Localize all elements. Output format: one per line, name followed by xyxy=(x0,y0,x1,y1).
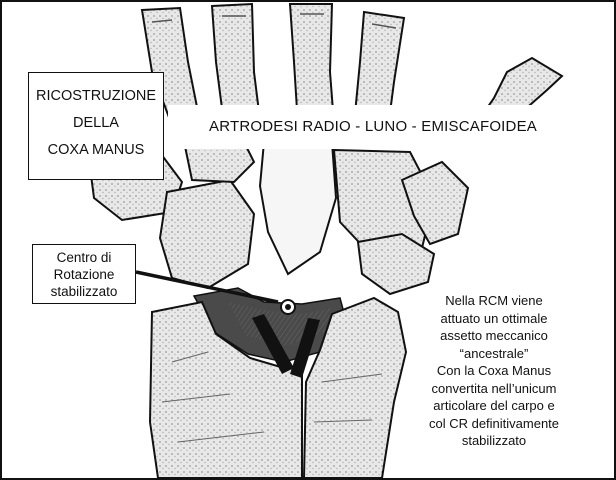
description-line: “ancestrale” xyxy=(384,345,604,363)
description-line: col CR definitivamente xyxy=(384,415,604,433)
title-banner-right: ARTRODESI RADIO - LUNO - EMISCAFOIDEA xyxy=(168,105,578,149)
description-line: Nella RCM viene xyxy=(384,292,604,310)
title-left-line-1: RICOSTRUZIONE xyxy=(29,83,163,110)
description-line: assetto meccanico xyxy=(384,327,604,345)
callout-line-1: Centro di xyxy=(33,249,135,266)
capitate xyxy=(260,142,336,274)
scaphoid xyxy=(160,180,254,288)
description-line: stabilizzato xyxy=(384,432,604,450)
title-left-line-3: COXA MANUS xyxy=(29,137,163,164)
title-left-line-2: DELLA xyxy=(29,110,163,137)
title-box-left: RICOSTRUZIONE DELLA COXA MANUS xyxy=(28,72,164,180)
callout-line-2: Rotazione xyxy=(33,266,135,283)
rotation-center-marker xyxy=(281,300,295,314)
description-line: Con la Coxa Manus xyxy=(384,362,604,380)
callout-box: Centro di Rotazione stabilizzato xyxy=(32,244,136,304)
description-text: Nella RCM viene attuato un ottimale asse… xyxy=(384,292,604,450)
description-line: articolare del carpo e xyxy=(384,397,604,415)
description-line: convertita nell’unicum xyxy=(384,380,604,398)
callout-line-3: stabilizzato xyxy=(33,283,135,300)
description-line: attuato un ottimale xyxy=(384,310,604,328)
